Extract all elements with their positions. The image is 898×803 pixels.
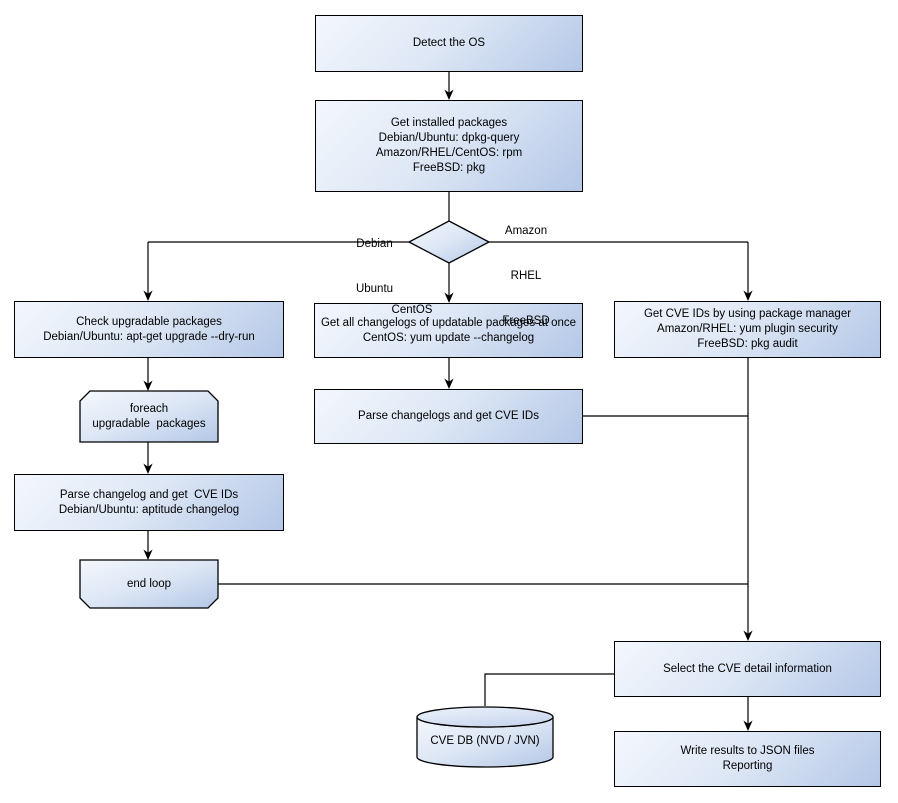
node-text-line: Check upgradable packages	[76, 315, 222, 328]
edge-label-line: Debian	[356, 238, 393, 250]
edge-select-to-cvedb	[484, 673, 614, 706]
node-text-line: Debian/Ubuntu: apt-get upgrade --dry-run	[43, 330, 255, 343]
node-detect-os: Detect the OS	[315, 15, 583, 72]
connector-lines	[147, 72, 749, 729]
arrowhead-icon	[743, 720, 753, 731]
cylinder-top	[416, 706, 554, 728]
node-write-results: Write results to JSON files Reporting	[614, 731, 881, 787]
node-foreach-upgradable-packages: foreach upgradable packages	[80, 391, 218, 442]
node-text-line: Amazon/RHEL: yum plugin security	[657, 323, 838, 335]
arrowhead-icon	[444, 378, 454, 389]
edge-label-line: FreeBSD	[502, 315, 550, 327]
arrowhead-icon	[743, 630, 753, 641]
node-text-line: Amazon/RHEL/CentOS: rpm	[375, 147, 523, 159]
decision-os-diamond	[407, 220, 491, 264]
node-parse-changelog-debian: Parse changelog and get CVE IDs Debian/U…	[14, 474, 284, 531]
node-text-line: Debian/Ubuntu: dpkg-query	[378, 132, 520, 144]
node-end-loop: end loop	[80, 560, 218, 608]
node-text-line: CVE DB (NVD / JVN)	[430, 734, 540, 747]
node-select-cve-detail: Select the CVE detail information	[614, 641, 881, 697]
node-text-line: Debian/Ubuntu: aptitude changelog	[58, 503, 240, 516]
node-text-line: end loop	[126, 577, 172, 590]
node-text-line: foreach	[129, 402, 169, 415]
node-text-line: Detect the OS	[412, 37, 486, 49]
edge-label-line: Ubuntu	[355, 283, 394, 295]
node-text-line: Get all changelogs of updatable packages…	[320, 316, 577, 329]
node-text-line: Parse changelogs and get CVE IDs	[358, 410, 539, 422]
node-get-all-changelogs: Get all changelogs of updatable packages…	[314, 303, 583, 358]
node-text-line: upgradable packages	[92, 417, 206, 430]
arrowhead-icon	[743, 290, 753, 301]
arrowheads	[143, 89, 753, 731]
node-check-upgradable-packages: Check upgradable packages Debian/Ubuntu:…	[14, 301, 284, 358]
edge-label-line: RHEL	[510, 270, 542, 282]
loop-end-shape	[79, 559, 219, 609]
arrowhead-icon	[143, 549, 153, 560]
node-text-line: FreeBSD: pkg audit	[697, 338, 798, 350]
arrowhead-icon	[143, 380, 153, 391]
node-text-line: Get installed packages	[390, 117, 508, 129]
node-parse-changelogs-centos: Parse changelogs and get CVE IDs	[314, 389, 583, 444]
node-text-line: Parse changelog and get CVE IDs	[59, 488, 239, 501]
node-get-installed-packages: Get installed packages Debian/Ubuntu: dp…	[315, 100, 583, 192]
node-text-line: Write results to JSON files	[680, 745, 815, 757]
arrowhead-icon	[143, 290, 153, 301]
edge-label-amazon-rhel-freebsd: Amazon RHEL FreeBSD	[486, 194, 566, 359]
arrowhead-icon	[444, 89, 454, 100]
arrowhead-icon	[143, 463, 153, 474]
node-cve-db-label: CVE DB (NVD / JVN)	[417, 722, 553, 760]
node-text-line: Reporting	[722, 760, 773, 772]
arrowhead-icon	[444, 292, 454, 303]
node-text-line: CentOS: yum update --changelog	[362, 331, 535, 344]
cve-db-cylinder	[416, 706, 554, 768]
edge-label-line: CentOS	[391, 304, 433, 316]
edge-label-centos: CentOS	[384, 273, 440, 348]
node-text-line: Get CVE IDs by using package manager	[643, 308, 852, 320]
node-text-line: FreeBSD: pkg	[412, 162, 486, 174]
loop-start-shape	[79, 390, 219, 443]
node-text-line: Select the CVE detail information	[663, 662, 832, 675]
edge-label-debian-ubuntu: Debian Ubuntu	[337, 207, 412, 327]
node-get-cve-ids-package-manager: Get CVE IDs by using package manager Ama…	[614, 301, 881, 358]
edge-label-line: Amazon	[504, 225, 548, 237]
